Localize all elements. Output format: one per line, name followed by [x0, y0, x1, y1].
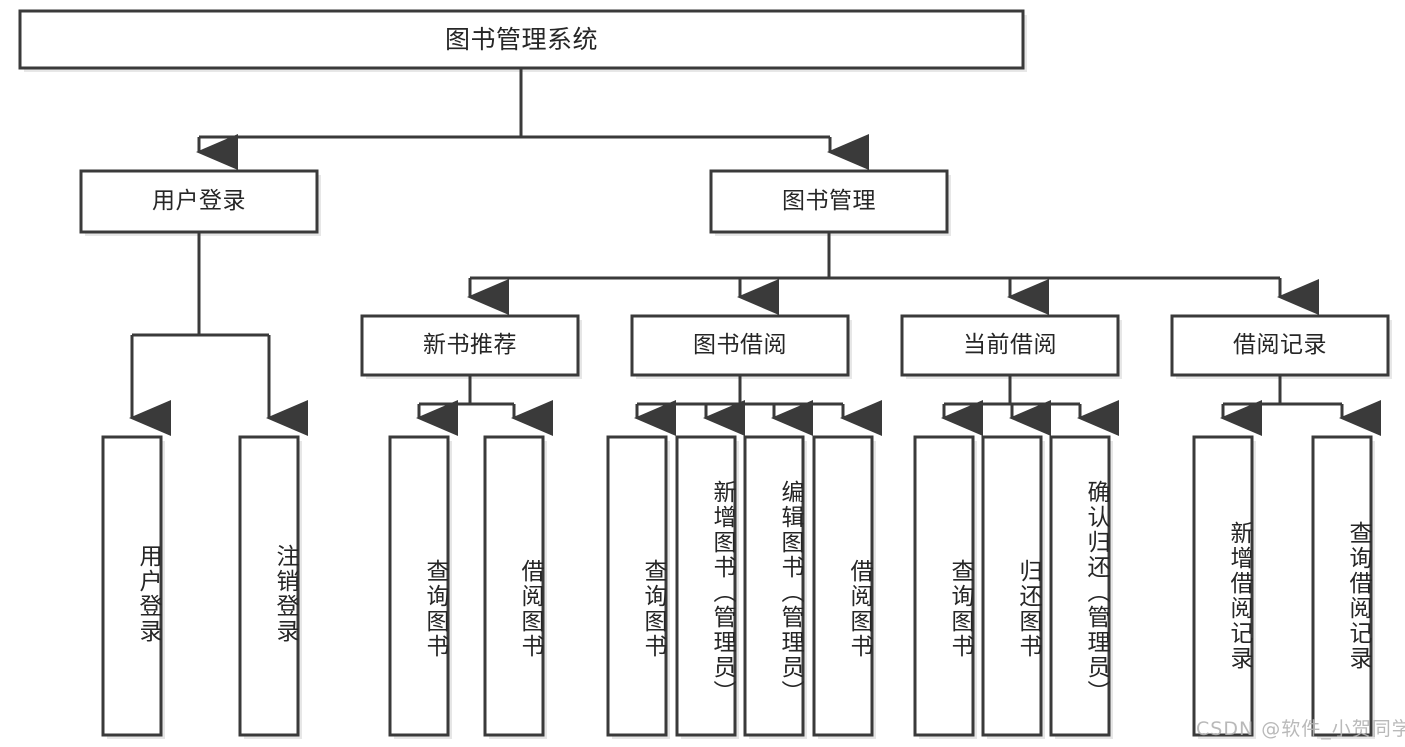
leaf-add-record-box[interactable] [1192, 435, 1254, 737]
node-boxes [18, 9, 1390, 737]
node-book-borrow-box[interactable] [630, 314, 850, 377]
leaf-query-book-3-box[interactable] [913, 435, 975, 737]
leaf-borrow-book-1-box[interactable] [483, 435, 545, 737]
node-current-borrow-box[interactable] [900, 314, 1120, 377]
node-user-login-box[interactable] [79, 169, 319, 234]
node-book-manage-box[interactable] [709, 169, 949, 234]
leaf-query-book-2-box[interactable] [606, 435, 668, 737]
leaf-user-logout-box[interactable] [238, 435, 300, 737]
leaf-edit-book-box[interactable] [743, 435, 805, 737]
csdn-watermark: CSDN @软件_小贺同学 [1196, 718, 1405, 740]
leaf-return-book-box[interactable] [981, 435, 1043, 737]
leaf-user-login-box[interactable] [101, 435, 163, 737]
leaf-query-record-box[interactable] [1311, 435, 1373, 737]
leaf-confirm-return-box[interactable] [1049, 435, 1111, 737]
leaf-borrow-book-2-box[interactable] [812, 435, 874, 737]
node-borrow-record-box[interactable] [1170, 314, 1390, 377]
leaf-query-book-1-box[interactable] [388, 435, 450, 737]
node-root-box[interactable] [18, 9, 1025, 70]
connector-lines [129, 68, 1381, 436]
leaf-add-book-box[interactable] [675, 435, 737, 737]
node-new-book-rec-box[interactable] [360, 314, 580, 377]
